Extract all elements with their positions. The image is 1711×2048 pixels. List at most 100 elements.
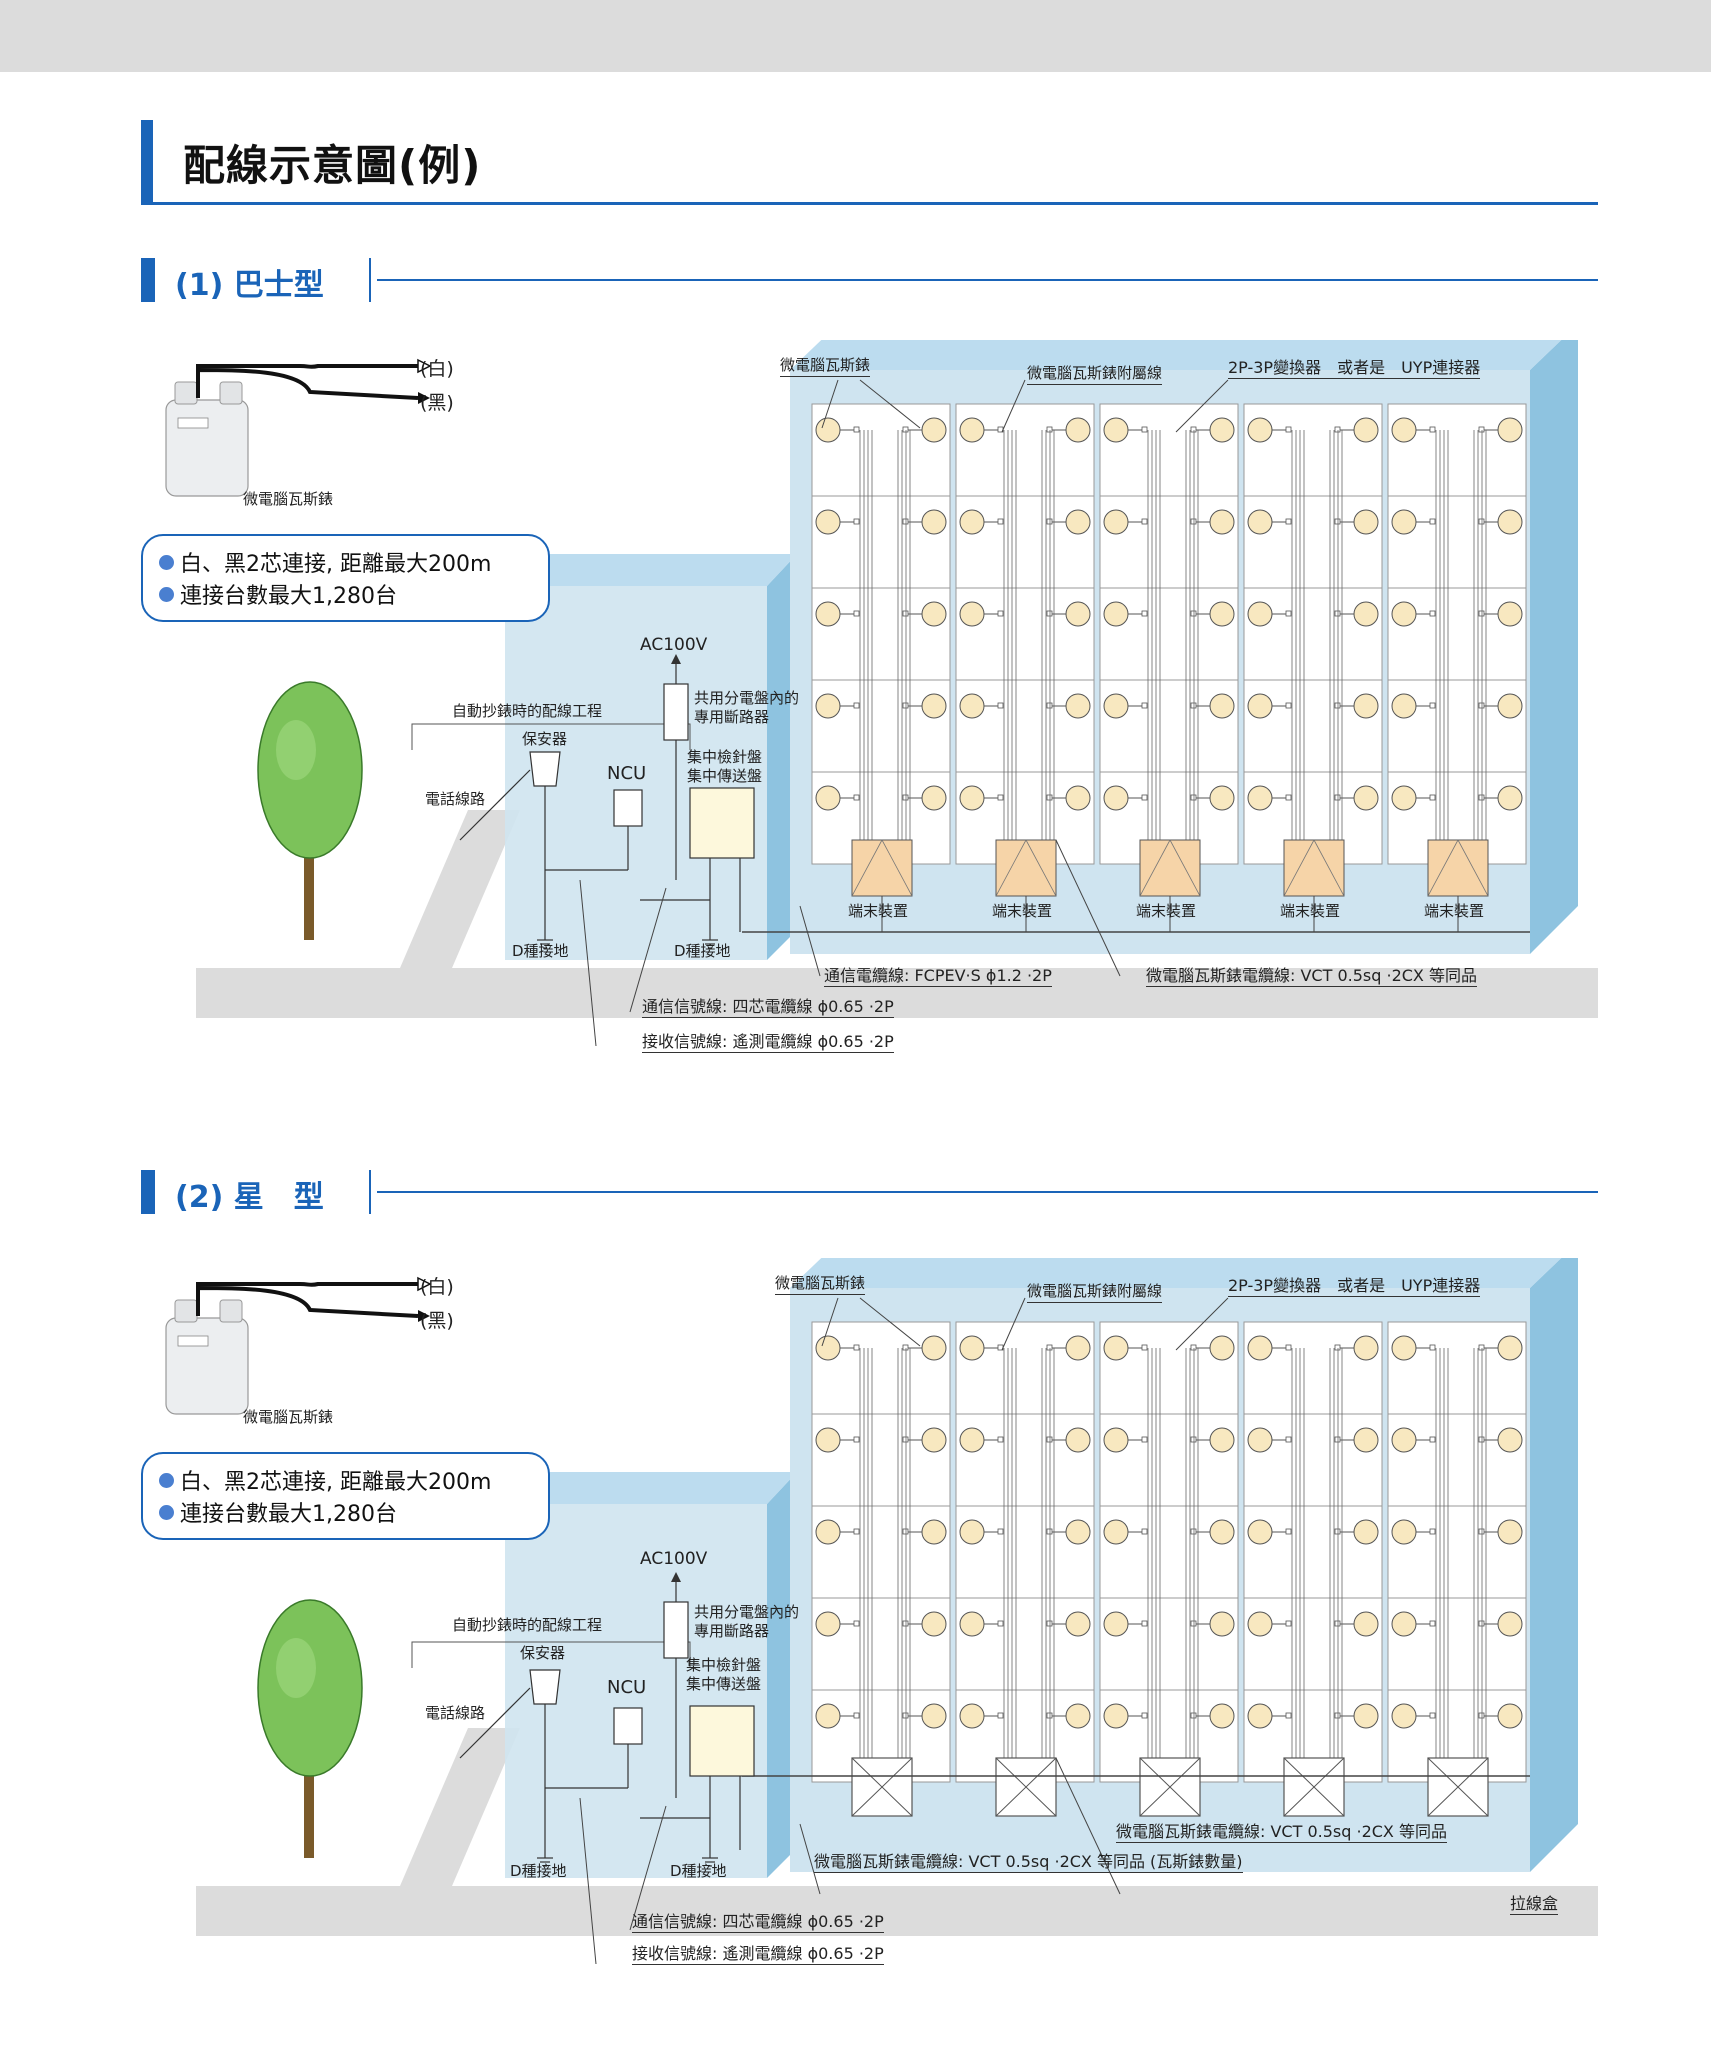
- terminal-label-4: 端末裝置: [1280, 902, 1341, 920]
- terminal-label-2: 端末裝置: [992, 902, 1053, 920]
- pull-box-cross: [1427, 1757, 1489, 1817]
- connector-icon: [902, 702, 909, 709]
- wiring-work-label: 自動抄錶時的配線工程: [452, 1616, 603, 1634]
- meter-icon: [1103, 785, 1129, 811]
- tx-signal-label: 通信信號線: 四芯電纜線 ϕ0.65 ·2P: [632, 1912, 884, 1933]
- gas-meter-pipe-icon: [174, 1299, 198, 1323]
- road-strip: [400, 810, 520, 968]
- diagram-drawing: [165, 340, 1598, 1047]
- connector-icon: [1334, 1620, 1341, 1627]
- ac-arrow-icon: [671, 654, 681, 664]
- apartment-unit: [1387, 1321, 1527, 1415]
- gas-meter-label: 微電腦瓦斯錶: [243, 490, 334, 508]
- meter-icon: [921, 693, 947, 719]
- connector-icon: [1478, 518, 1485, 525]
- panel-label-1: 集中檢針盤: [687, 748, 763, 766]
- leader-line: [821, 1297, 839, 1347]
- bus-type-diagram: (白) (黑) 微電腦瓦斯錶 白、黑2芯連接, 距離最大200m 連接台數最大1…: [0, 340, 1711, 1100]
- terminal-cross: [1457, 839, 1489, 897]
- meter-icon: [921, 1335, 947, 1361]
- meter-icon: [1353, 509, 1379, 535]
- meter-icon: [1391, 417, 1417, 443]
- meter-icon: [1065, 417, 1091, 443]
- meter-icon: [1209, 1427, 1235, 1453]
- meter-icon: [1209, 785, 1235, 811]
- connector-icon: [1190, 1620, 1197, 1627]
- terminal-label-1: 端末裝置: [848, 902, 909, 920]
- meter-icon: [1247, 509, 1273, 535]
- connector-icon: [1046, 1712, 1053, 1719]
- apartment-unit: [955, 679, 1095, 773]
- connector-icon: [1478, 1712, 1485, 1719]
- meter-icon: [1353, 601, 1379, 627]
- meter-icon: [1065, 1427, 1091, 1453]
- meter-icon: [1353, 693, 1379, 719]
- protector-icon: [529, 1669, 561, 1705]
- connector-icon: [997, 702, 1004, 709]
- meter-icon: [1065, 601, 1091, 627]
- connector-icon: [1334, 702, 1341, 709]
- pull-box-cross: [995, 1757, 1057, 1817]
- wire-black-label: (黑): [420, 1310, 454, 1332]
- wire-black-label: (黑): [420, 392, 454, 414]
- terminal-cross: [1025, 839, 1057, 897]
- connector-icon: [1190, 1712, 1197, 1719]
- meter-icon: [959, 1611, 985, 1637]
- leader-line: [821, 379, 839, 429]
- breaker-icon: [663, 683, 689, 741]
- star-type-diagram: (白) (黑) 微電腦瓦斯錶 白、黑2芯連接, 距離最大200m 連接台數最大1…: [0, 1258, 1711, 2018]
- connector-icon: [1285, 1712, 1292, 1719]
- black-wire-arrow-icon: [418, 1310, 430, 1322]
- meter-icon: [1065, 1519, 1091, 1545]
- apartment-unit: [1099, 1321, 1239, 1415]
- bullet-dot-icon: [159, 555, 174, 570]
- meter-icon: [959, 693, 985, 719]
- meter-icon: [1209, 1611, 1235, 1637]
- connector-icon: [1429, 794, 1436, 801]
- connector-icon: [1190, 1436, 1197, 1443]
- gas-meter-body-icon: [165, 399, 249, 497]
- connector-icon: [1141, 610, 1148, 617]
- connector-icon: [853, 1528, 860, 1535]
- connector-icon: [1141, 1344, 1148, 1351]
- connector-icon: [1478, 1436, 1485, 1443]
- apartment-unit: [955, 1413, 1095, 1507]
- meter-icon: [1391, 1335, 1417, 1361]
- page-title: 配線示意圖(例): [183, 141, 482, 190]
- connector-icon: [1141, 794, 1148, 801]
- leader-line: [1055, 839, 1121, 977]
- terminal-cross: [881, 839, 913, 897]
- connector-icon: [1334, 518, 1341, 525]
- meter-icon: [959, 1519, 985, 1545]
- section-1-title: (1) 巴士型: [175, 268, 324, 303]
- wire-white-label: (白): [420, 358, 454, 380]
- connector-icon: [1334, 426, 1341, 433]
- leader-line: [859, 379, 921, 429]
- meter-icon: [1497, 509, 1523, 535]
- small-building-top: [505, 554, 797, 586]
- connector-icon: [997, 1528, 1004, 1535]
- meter-icon: [1065, 693, 1091, 719]
- panel-label-1: 集中檢針盤: [686, 1656, 762, 1674]
- phone-line-label: 電話線路: [425, 790, 486, 808]
- connector-icon: [853, 426, 860, 433]
- meter-icon: [921, 1427, 947, 1453]
- gas-meter-body-icon: [165, 1317, 249, 1415]
- connector-icon: [1429, 1712, 1436, 1719]
- meter-icon: [921, 1519, 947, 1545]
- apartment-unit: [811, 587, 951, 681]
- meter-cable-label: 微電腦瓦斯錶電纜線: VCT 0.5sq ·2CX 等同品: [1146, 966, 1477, 987]
- top-gray-bar: [0, 0, 1711, 72]
- terminal-cross: [995, 839, 1027, 897]
- apartment-unit: [1243, 1597, 1383, 1691]
- concentrator-panel-icon: [689, 787, 755, 859]
- meter-icon: [1353, 1611, 1379, 1637]
- leader-line: [799, 1823, 821, 1895]
- connector-icon: [1429, 518, 1436, 525]
- meter-icon: [1103, 509, 1129, 535]
- meter-icon: [921, 417, 947, 443]
- apartment-unit: [955, 495, 1095, 589]
- spec-line-2: 連接台數最大1,280台: [159, 578, 397, 610]
- leader-line: [799, 905, 821, 977]
- connector-icon: [1046, 1620, 1053, 1627]
